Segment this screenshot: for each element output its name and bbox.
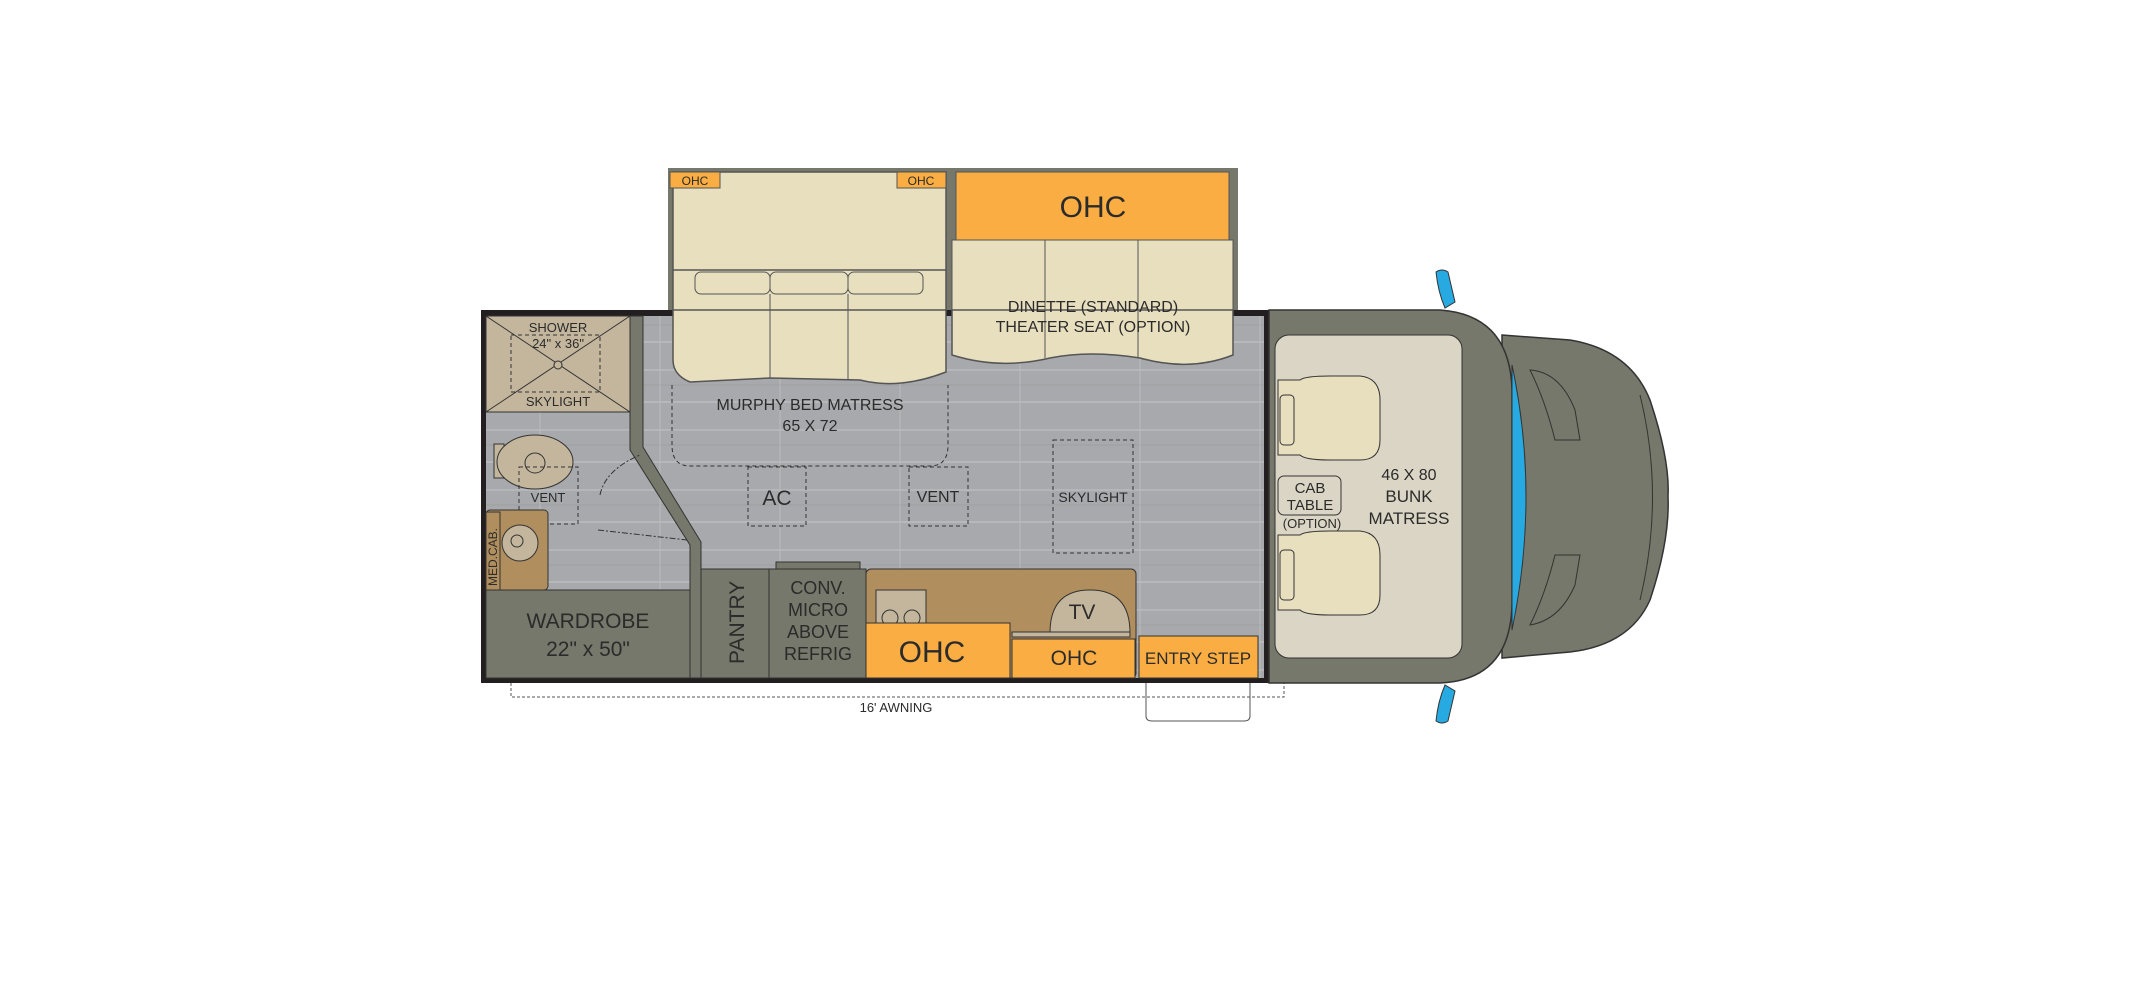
awning-label: 16' AWNING <box>860 700 933 715</box>
ac-label: AC <box>762 487 791 510</box>
ohc-tv <box>1011 638 1136 679</box>
pantry-label: PANTRY <box>726 581 749 664</box>
cab-table-option: (OPTION) <box>1283 516 1342 531</box>
sink <box>501 524 539 562</box>
hood <box>1501 334 1669 659</box>
micro-label-4: REFRIG <box>784 644 852 664</box>
theater-seat-label: THEATER SEAT (OPTION) <box>996 319 1191 336</box>
bath-vent-label: VENT <box>531 490 566 505</box>
cab-table-label-2: TABLE <box>1287 497 1333 514</box>
awning-outline <box>510 683 1285 698</box>
bunk-label-2: MATRESS <box>1369 509 1450 528</box>
skylight-label: SKYLIGHT <box>1058 489 1128 505</box>
passenger-seat <box>1277 530 1381 616</box>
skylight <box>1052 439 1134 554</box>
cab-table <box>1277 475 1342 516</box>
ceiling-vent-label: VENT <box>917 489 960 506</box>
ohc-small-right-label: OHC <box>908 174 935 188</box>
cooktop <box>875 589 927 626</box>
ohc-small-left-label: OHC <box>682 174 709 188</box>
mirror-top <box>1435 269 1456 309</box>
ohc-galley-label: OHC <box>899 636 966 669</box>
bunk-label: BUNK <box>1385 487 1433 506</box>
cab-table-label-1: CAB <box>1295 480 1326 497</box>
driver-seat <box>1277 375 1381 461</box>
micro-label-3: ABOVE <box>787 622 849 642</box>
ohc-small-left <box>669 171 721 189</box>
shower-skylight-label: SKYLIGHT <box>526 394 590 409</box>
ohc-large-label: OHC <box>1060 191 1127 224</box>
murphy-bed-label: MURPHY BED MATRESS <box>717 397 904 414</box>
ohc-tv-label: OHC <box>1051 647 1098 670</box>
tv-label: TV <box>1069 601 1096 624</box>
wardrobe <box>485 589 691 679</box>
shower-label: SHOWER <box>529 320 588 335</box>
dinette-label: DINETTE (STANDARD) <box>1008 299 1178 316</box>
bathroom: SHOWER 24" x 36" SKYLIGHT VENT MED.CAB. <box>485 315 702 679</box>
wardrobe-size: 22" x 50" <box>546 638 630 661</box>
ac-unit <box>747 466 807 527</box>
shower-size: 24" x 36" <box>532 336 584 351</box>
murphy-bed-size: 65 X 72 <box>782 418 837 435</box>
pantry <box>700 568 770 679</box>
murphy-bed-outline <box>671 385 949 467</box>
tv <box>1049 589 1131 634</box>
bath-vent <box>518 466 579 525</box>
windshield <box>1511 364 1527 631</box>
toilet <box>496 434 574 490</box>
wardrobe-label: WARDROBE <box>527 610 650 633</box>
entry-step-label: ENTRY STEP <box>1145 649 1251 668</box>
micro-refrig <box>768 568 867 679</box>
bunk-size: 46 X 80 <box>1381 467 1436 484</box>
ohc-small-right <box>896 171 947 189</box>
ohc-large <box>955 171 1230 241</box>
ohc-galley <box>865 622 1011 679</box>
mirror-bottom <box>1435 684 1456 724</box>
med-cab-label: MED.CAB. <box>486 528 500 586</box>
ceiling-vent <box>908 466 969 527</box>
entry-step-outline <box>1145 683 1251 722</box>
entry-step <box>1138 635 1259 679</box>
cab: CAB TABLE (OPTION) 46 X 80 BUNK MATRESS <box>1268 269 1669 724</box>
micro-label-1: CONV. <box>790 578 845 598</box>
micro-label-2: MICRO <box>788 600 848 620</box>
